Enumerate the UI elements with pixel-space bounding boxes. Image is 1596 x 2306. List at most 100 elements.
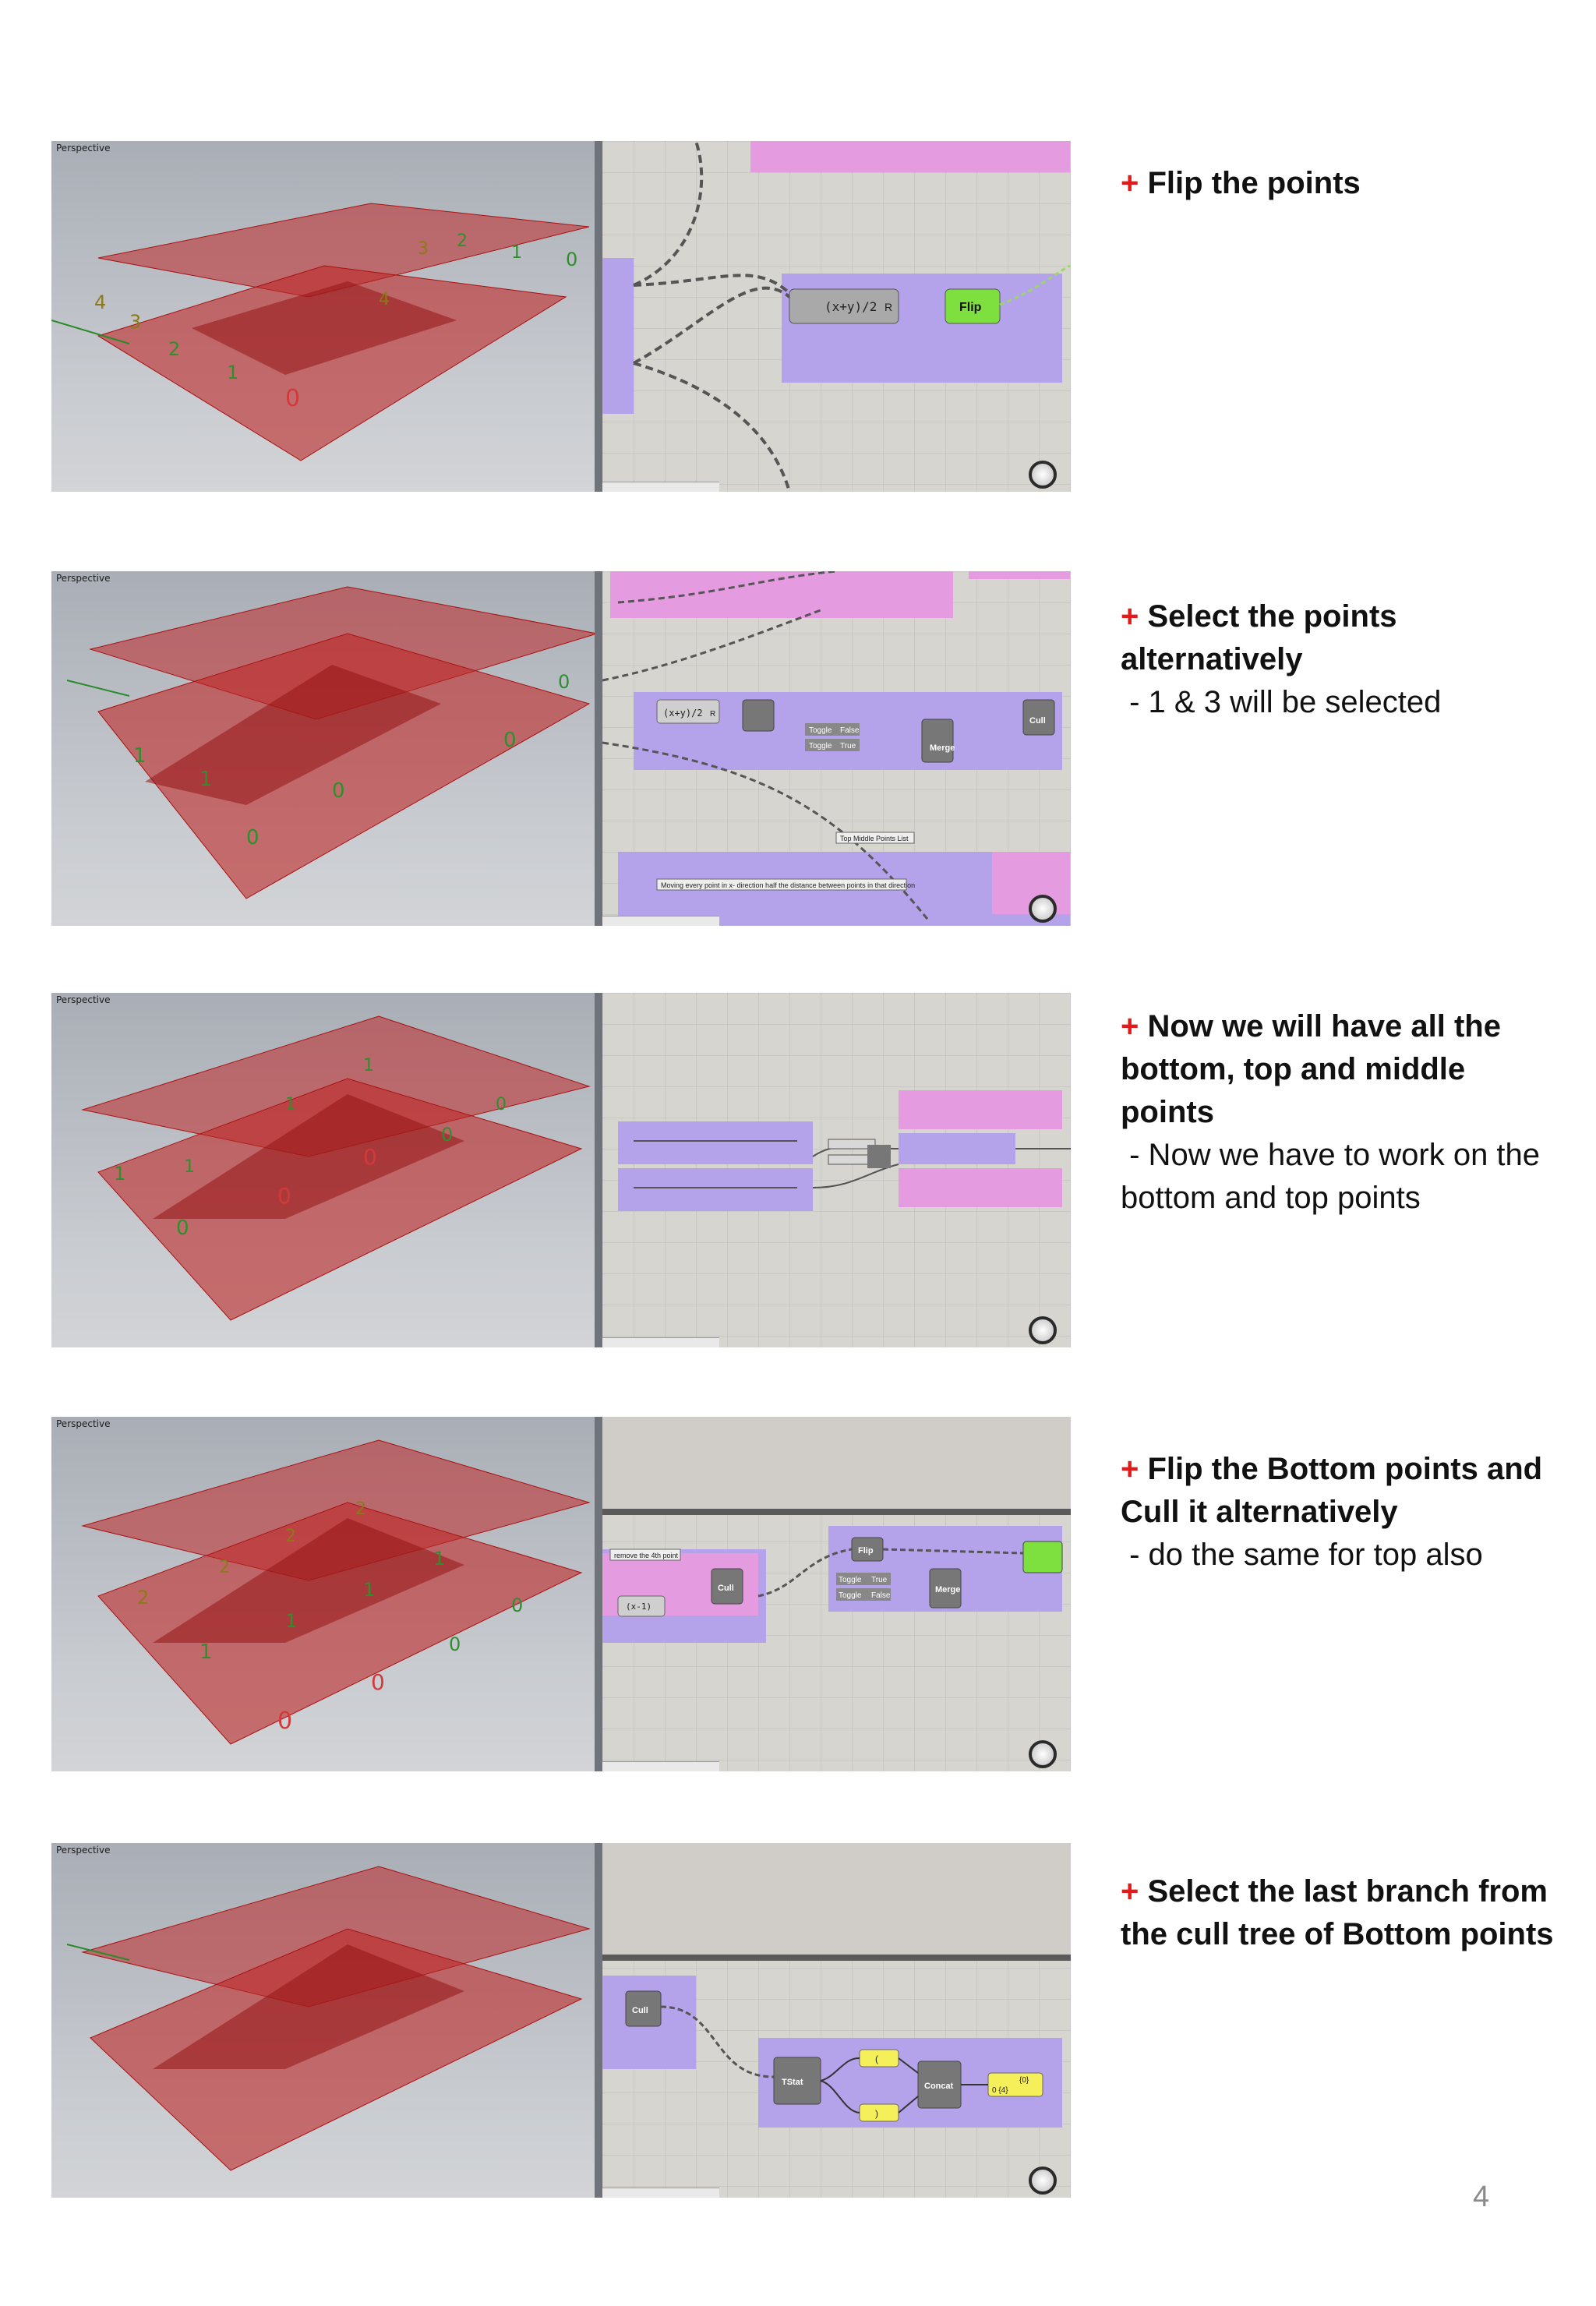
svg-text:1: 1 [511,243,522,263]
svg-text:4: 4 [94,291,106,313]
step-heading: + Flip the Bottom points and Cull it alt… [1121,1452,1543,1529]
panel-divider[interactable] [595,571,602,926]
svg-text:(: ( [875,2054,878,2064]
svg-text:1: 1 [184,1157,195,1177]
navigation-wheel-icon[interactable] [1029,2167,1057,2195]
screenshot-2: Perspective 1 1 0 0 0 0 [51,571,1071,926]
canvas-toolbar[interactable] [602,1337,719,1347]
canvas-toolbar[interactable] [602,482,719,492]
svg-text:1: 1 [227,362,238,383]
viewport-label: Perspective [56,143,111,154]
canvas-wires: (x+y)/2 R Flip [602,141,1071,492]
svg-text:Toggle: Toggle [809,726,832,735]
svg-text:2: 2 [168,338,180,360]
canvas-wires: remove the 4th point (x-1) Cull Flip Tog… [602,1417,1071,1643]
svg-text:0 {4}: 0 {4} [992,2086,1008,2095]
panel-divider[interactable] [595,993,602,1347]
svg-text:1: 1 [285,1610,297,1632]
svg-text:0: 0 [449,1633,461,1655]
step-2-text: + Select the points alternatively - 1 & … [1121,595,1557,724]
screenshot-3: Perspective 1 1 1 1 0 0 0 0 0 [51,993,1071,1347]
step-4-text: + Flip the Bottom points and Cull it alt… [1121,1448,1557,1577]
plus-bullet: + [1121,166,1139,200]
grasshopper-canvas[interactable]: (x+y)/2 R Flip [602,141,1071,492]
viewport-scene: 2 2 2 2 1 1 1 1 0 0 0 0 [81,1439,591,1745]
canvas-wires: (x+y)/2 R Toggle False Toggle True Merge… [602,571,1070,926]
canvas-toolbar[interactable] [602,916,719,926]
navigation-wheel-icon[interactable] [1029,895,1057,923]
navigation-wheel-icon[interactable] [1029,1740,1057,1768]
svg-text:Cull: Cull [1029,716,1046,726]
grasshopper-canvas[interactable]: Cull TStat ( ) Concat {0} 0 {4} [602,1843,1071,2198]
svg-text:0: 0 [277,1183,291,1209]
svg-text:2: 2 [457,231,468,251]
rhino-viewport: Perspective 4 3 2 1 0 4 3 2 1 0 [51,141,595,492]
svg-text:): ) [875,2108,878,2119]
svg-text:0: 0 [511,1594,523,1616]
svg-text:Toggle: Toggle [839,1591,862,1600]
svg-text:Merge: Merge [930,743,955,753]
canvas-wires: Cull TStat ( ) Concat {0} 0 {4} [602,1843,1071,2128]
viewport-scene: 1 1 0 0 0 0 [66,586,595,899]
panel-divider[interactable] [595,1417,602,1771]
navigation-wheel-icon[interactable] [1029,1316,1057,1344]
step-subtext: - Now we have to work on the bottom and … [1121,1138,1549,1215]
plus-bullet: + [1121,1009,1139,1044]
svg-text:Top Middle Points List: Top Middle Points List [840,835,909,842]
svg-text:0: 0 [441,1124,453,1146]
plus-bullet: + [1121,599,1139,634]
canvas-wires [618,1090,1071,1211]
svg-text:(x-1): (x-1) [626,1601,651,1612]
svg-text:0: 0 [566,249,577,270]
viewport-scene: 4 3 2 1 0 4 3 2 1 0 [51,203,590,461]
grasshopper-canvas[interactable]: (x+y)/2 R Toggle False Toggle True Merge… [602,571,1071,926]
svg-text:0: 0 [371,1669,385,1695]
svg-text:Flip: Flip [858,1546,874,1556]
rhino-viewport: Perspective 2 2 2 2 1 1 1 1 0 0 0 0 [51,1417,595,1771]
canvas-toolbar[interactable] [602,1761,719,1771]
grasshopper-canvas[interactable]: remove the 4th point (x-1) Cull Flip Tog… [602,1417,1071,1771]
svg-text:False: False [871,1591,891,1600]
svg-text:0: 0 [363,1144,377,1170]
svg-text:(x+y)/2: (x+y)/2 [663,708,703,719]
svg-text:2: 2 [355,1499,366,1519]
svg-text:0: 0 [496,1095,507,1114]
svg-text:4: 4 [379,290,390,309]
svg-text:Toggle: Toggle [839,1576,862,1584]
step-3-text: + Now we will have all the bottom, top a… [1121,1005,1557,1220]
svg-text:Cull: Cull [718,1584,734,1593]
svg-text:0: 0 [332,779,345,803]
viewport-scene: 1 1 1 1 0 0 0 0 0 [81,1015,591,1321]
canvas-toolbar[interactable] [602,2188,719,2198]
svg-text:1: 1 [200,1640,213,1664]
svg-text:1: 1 [285,1095,296,1114]
svg-text:2: 2 [137,1587,149,1609]
step-subtext: - do the same for top also [1121,1538,1483,1572]
step-heading: + Now we will have all the bottom, top a… [1121,1009,1501,1129]
svg-text:False: False [840,726,860,735]
expression-label: (x+y)/2 [824,299,877,314]
svg-text:True: True [871,1576,888,1584]
step-heading: + Select the points alternatively [1121,599,1397,676]
grasshopper-canvas[interactable] [602,993,1071,1347]
rhino-viewport: Perspective 1 1 1 1 0 0 0 0 0 [51,993,595,1347]
svg-text:1: 1 [363,1056,374,1075]
panel-divider[interactable] [595,1843,602,2198]
viewport-label: Perspective [56,1845,111,1856]
page-number: 4 [1473,2181,1490,2213]
svg-text:R: R [710,710,715,719]
svg-text:True: True [840,742,856,750]
svg-text:Toggle: Toggle [809,742,832,750]
step-5-text: + Select the last branch from the cull t… [1121,1870,1557,1956]
svg-text:1: 1 [363,1579,375,1601]
navigation-wheel-icon[interactable] [1029,461,1057,489]
screenshot-5: Perspective Cull TStat ( [51,1843,1071,2198]
panel-divider[interactable] [595,141,602,492]
svg-text:2: 2 [285,1527,296,1546]
svg-text:Cull: Cull [632,2006,648,2015]
svg-text:Merge: Merge [935,1585,960,1594]
svg-text:1: 1 [114,1163,125,1185]
plus-bullet: + [1121,1452,1139,1486]
screenshot-4: Perspective 2 2 2 2 1 1 1 1 0 0 0 0 [51,1417,1071,1771]
svg-text:3: 3 [418,239,429,259]
